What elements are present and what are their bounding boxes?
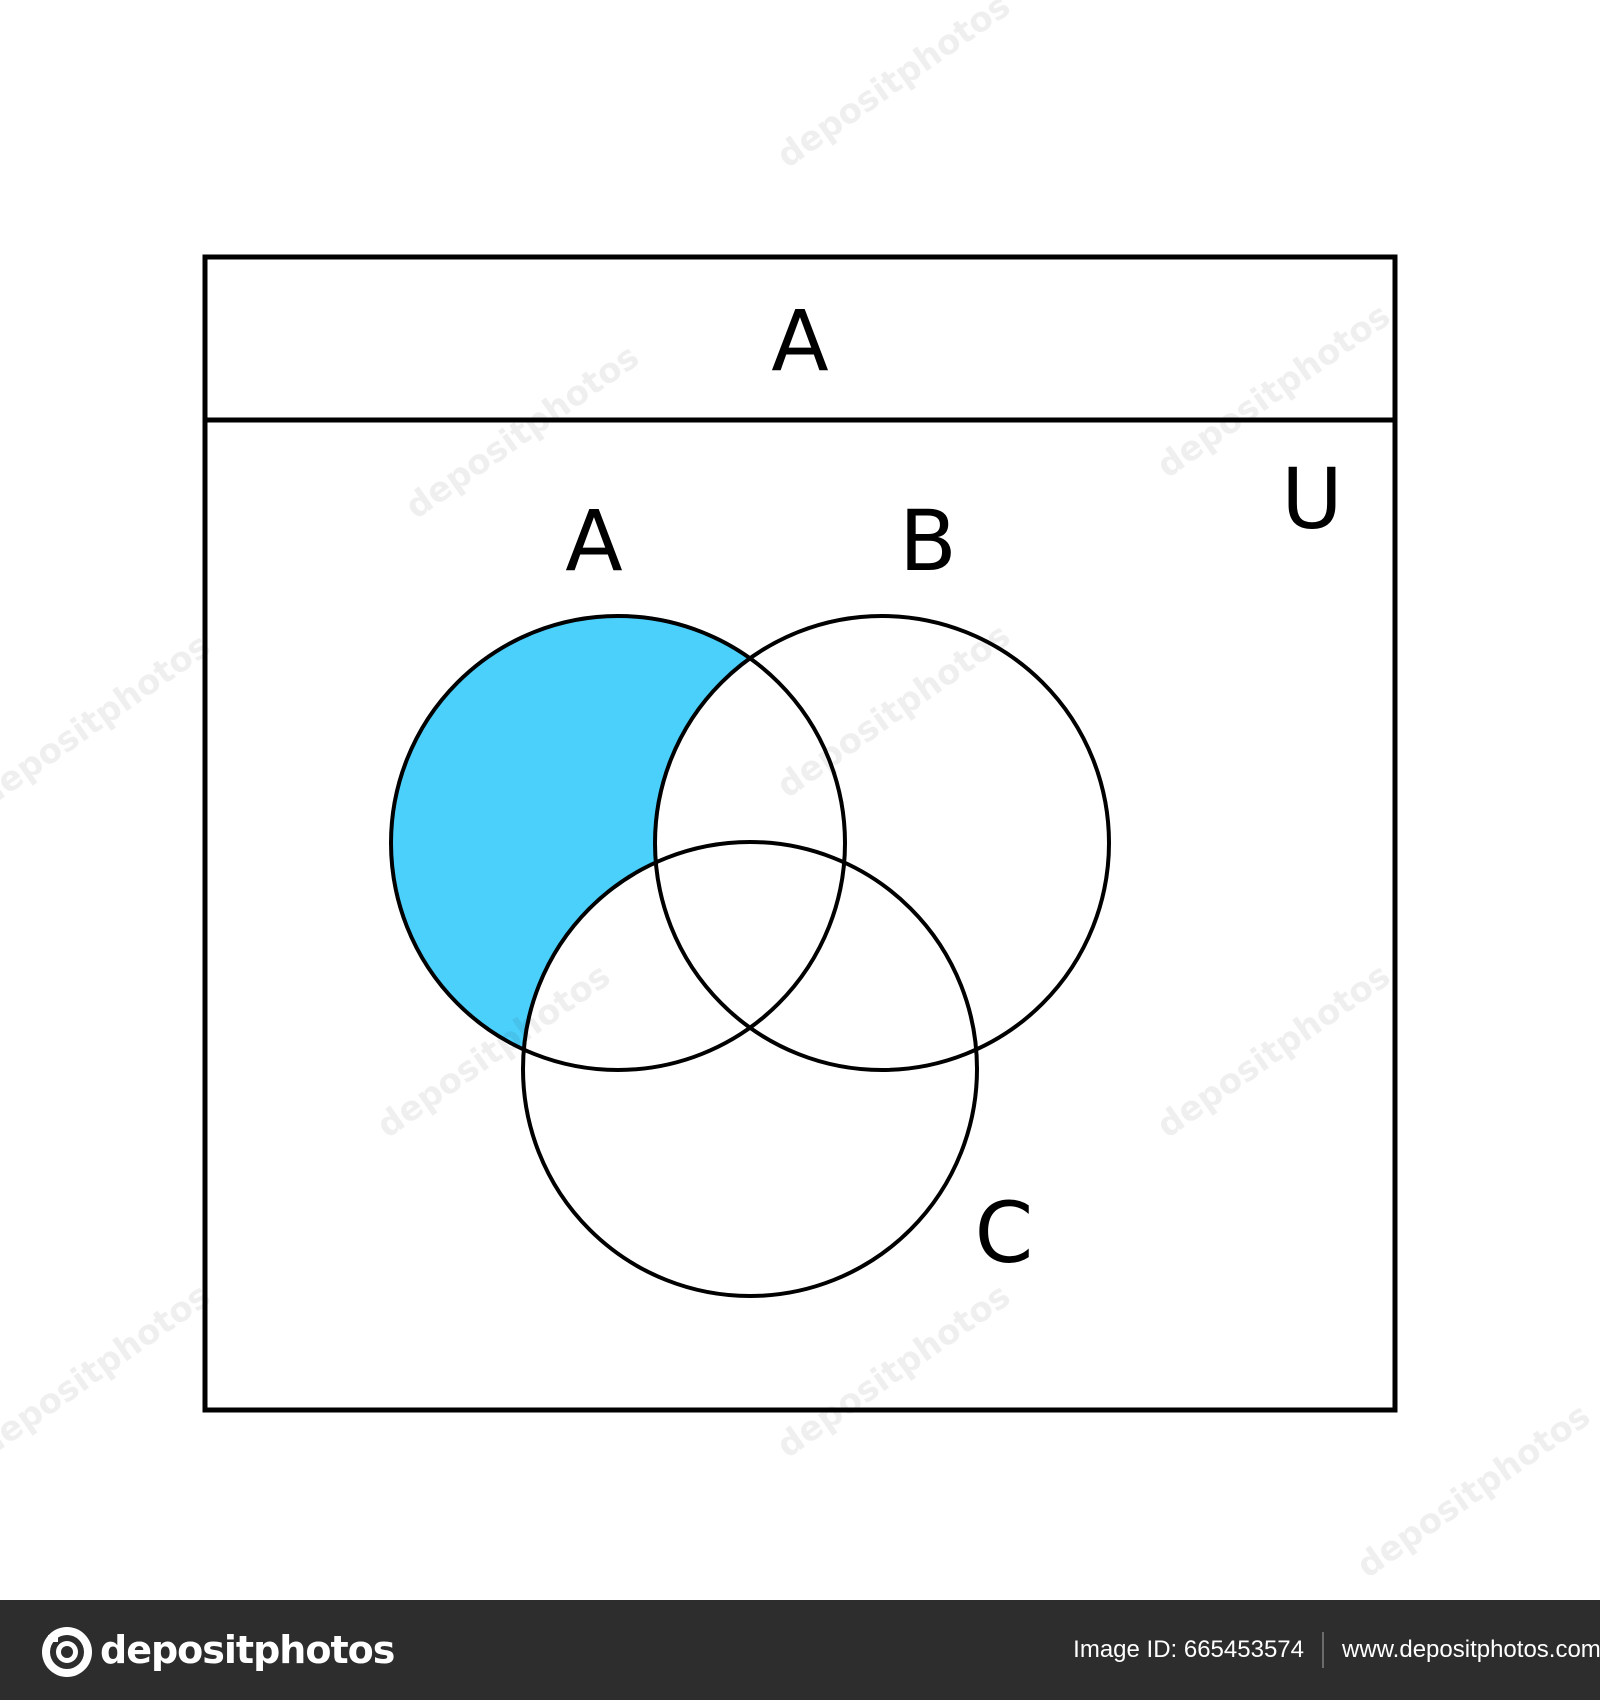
header-label: A bbox=[771, 292, 828, 390]
watermark-text: depositphotos bbox=[0, 626, 218, 816]
watermark-text: depositphotos bbox=[1350, 1396, 1598, 1586]
watermark-text: depositphotos bbox=[1150, 296, 1398, 486]
region-a-only bbox=[391, 616, 845, 1070]
footer-brand: depositphotos bbox=[100, 1628, 395, 1672]
set-a-label: A bbox=[565, 492, 622, 590]
camera-logo-icon bbox=[42, 1627, 92, 1677]
watermark-text: depositphotos bbox=[770, 1276, 1018, 1466]
footer-image-id: Image ID: 665453574 bbox=[1073, 1636, 1304, 1663]
universe-label: U bbox=[1281, 450, 1342, 548]
circle-a bbox=[389, 614, 847, 1072]
watermark-text: depositphotos bbox=[770, 0, 1018, 176]
venn-diagram: A U A B C depositphotos depositphotos de… bbox=[0, 0, 1598, 1586]
watermark-text: depositphotos bbox=[770, 616, 1018, 806]
footer-bar: depositphotos Image ID: 665453574 www.de… bbox=[0, 1600, 1600, 1700]
universe-box bbox=[202, 254, 1398, 1413]
circle-c bbox=[521, 840, 979, 1298]
watermark-text: depositphotos bbox=[0, 1276, 218, 1466]
circle-b bbox=[653, 614, 1111, 1072]
set-b-label: B bbox=[899, 492, 957, 590]
watermark-text: depositphotos bbox=[1150, 956, 1398, 1146]
watermark-group: depositphotos depositphotos depositphoto… bbox=[0, 0, 1598, 1586]
footer-divider bbox=[1322, 1632, 1324, 1668]
footer-site-link[interactable]: www.depositphotos.com bbox=[1342, 1636, 1600, 1663]
set-c-label: C bbox=[975, 1184, 1034, 1282]
